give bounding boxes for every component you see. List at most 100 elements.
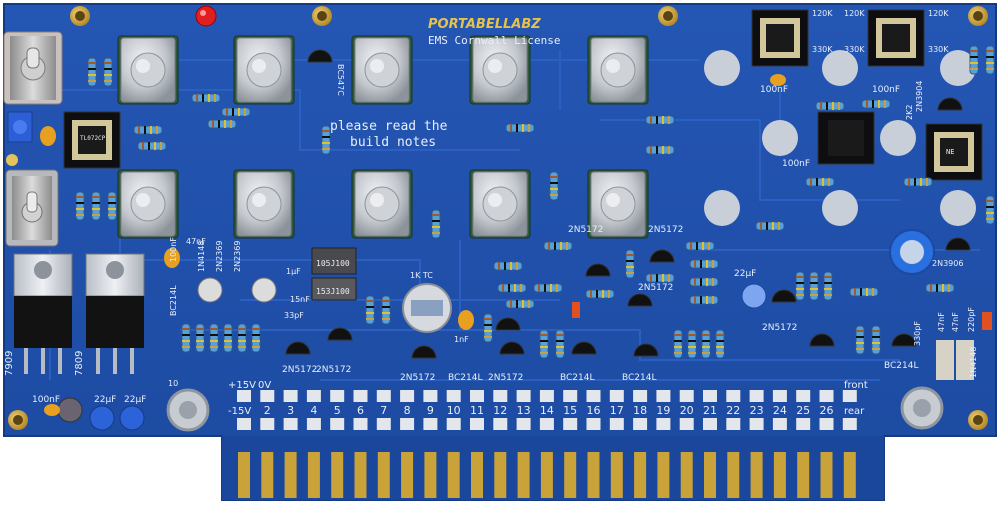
resistor — [689, 259, 719, 269]
edge-pin-number: 7 — [380, 404, 387, 417]
edge-pad-front — [726, 390, 741, 402]
potentiometer[interactable] — [469, 35, 531, 105]
edge-pad-rear — [446, 418, 461, 430]
label-1k-tc: 1K TC — [410, 271, 433, 280]
edge-pad-front — [237, 390, 251, 402]
edge-pin-number: 24 — [773, 404, 787, 417]
gold-finger — [820, 452, 833, 498]
resistor — [483, 313, 493, 343]
film-capacitors — [40, 74, 992, 416]
gold-finger — [331, 452, 344, 498]
potentiometer[interactable] — [117, 169, 179, 239]
transistor — [327, 327, 353, 341]
gold-finger — [843, 452, 856, 498]
gold-finger — [773, 452, 786, 498]
resistor — [985, 195, 995, 225]
resistor — [815, 101, 845, 111]
gold-finger — [704, 452, 716, 498]
gold-finger — [377, 452, 390, 498]
resistor — [805, 177, 835, 187]
resistor — [381, 295, 391, 325]
potentiometer[interactable] — [351, 169, 413, 239]
ic-ne-right: NE — [925, 123, 983, 181]
label-330pf: 330pF — [913, 321, 922, 346]
edge-pad-rear — [423, 418, 438, 430]
resistor — [137, 141, 167, 151]
toggle-switch-bottom[interactable] — [5, 169, 59, 247]
edge-pad-front — [260, 390, 275, 402]
edge-pin-number: 4 — [310, 404, 317, 417]
gold-finger — [727, 452, 740, 498]
potentiometer[interactable] — [469, 169, 531, 239]
potentiometer[interactable] — [587, 35, 649, 105]
resistor — [871, 325, 881, 355]
potentiometer[interactable] — [351, 35, 413, 105]
tempco-resistor — [402, 283, 452, 333]
label-220pf: 220pF — [967, 307, 976, 332]
transistor — [771, 289, 797, 303]
transistor-group — [285, 49, 971, 359]
label-100nf-d: 100nF — [169, 237, 178, 262]
label-2n5172-d: 2N5172 — [282, 365, 317, 375]
edge-pin-number: 6 — [357, 404, 364, 417]
label-2n5172-c: 2N5172 — [638, 283, 673, 293]
resistor — [543, 241, 573, 251]
label-2n5172-a: 2N5172 — [648, 225, 683, 235]
edge-pad-front — [586, 390, 601, 402]
edge-pad-front — [656, 390, 671, 402]
label-2n5172-f: 2N5172 — [400, 373, 435, 383]
resistor — [795, 271, 805, 301]
label-1n4148-a: 1N4148 — [197, 241, 206, 272]
gold-finger — [797, 452, 810, 498]
trimmer-potentiometer[interactable] — [6, 111, 33, 166]
edge-pad-rear — [586, 418, 601, 430]
resistor — [103, 57, 113, 87]
edge-pad-front — [563, 390, 578, 402]
resistor — [221, 107, 251, 117]
toggle-switch-top[interactable] — [3, 31, 63, 105]
resistor — [431, 209, 441, 239]
resistor — [903, 177, 933, 187]
edge-pad-rear — [726, 418, 741, 430]
label-bc214l-d: BC214L — [884, 361, 919, 371]
ic-ne-label: NE — [946, 148, 954, 156]
resistor — [855, 325, 865, 355]
large-pads — [704, 50, 976, 226]
label-100nf-e: 100nF — [32, 395, 60, 405]
resistor — [87, 57, 97, 87]
label-bc214l-c: BC214L — [622, 373, 657, 383]
inductor-label-105: 105J100 — [316, 259, 350, 268]
edge-pin-number: 26 — [820, 404, 834, 417]
regulator-7909 — [13, 253, 73, 374]
resistor — [209, 323, 219, 353]
gold-finger — [447, 452, 460, 498]
resistor — [689, 295, 719, 305]
transistor — [809, 333, 835, 347]
build-notes-line1: please read the — [330, 119, 448, 134]
edge-pad-rear — [470, 418, 484, 430]
gold-finger — [540, 452, 553, 498]
edge-pin-number: 21 — [703, 404, 717, 417]
potentiometer[interactable] — [233, 169, 295, 239]
resistor — [321, 125, 331, 155]
label-330k-b: 330K — [844, 45, 865, 54]
inductor-105: 105J100 — [311, 247, 357, 275]
gold-finger — [354, 452, 367, 498]
resistor — [195, 323, 205, 353]
edge-pad-rear — [679, 418, 694, 430]
potentiometer[interactable] — [117, 35, 179, 105]
resistor-group — [75, 45, 995, 359]
edge-pad-rear — [283, 418, 298, 430]
transistor — [285, 341, 311, 355]
resistor — [701, 329, 711, 359]
edge-pin-number: 16 — [587, 404, 601, 417]
edge-pin-number: 3 — [287, 404, 294, 417]
potentiometer[interactable] — [587, 169, 649, 239]
resistor — [91, 191, 101, 221]
gold-finger — [401, 452, 414, 498]
potentiometer[interactable] — [233, 35, 295, 105]
label-22uf-c: 22μF — [124, 395, 146, 405]
resistor — [251, 323, 261, 353]
gold-finger — [657, 452, 670, 498]
edge-pin-number: 15 — [563, 404, 577, 417]
